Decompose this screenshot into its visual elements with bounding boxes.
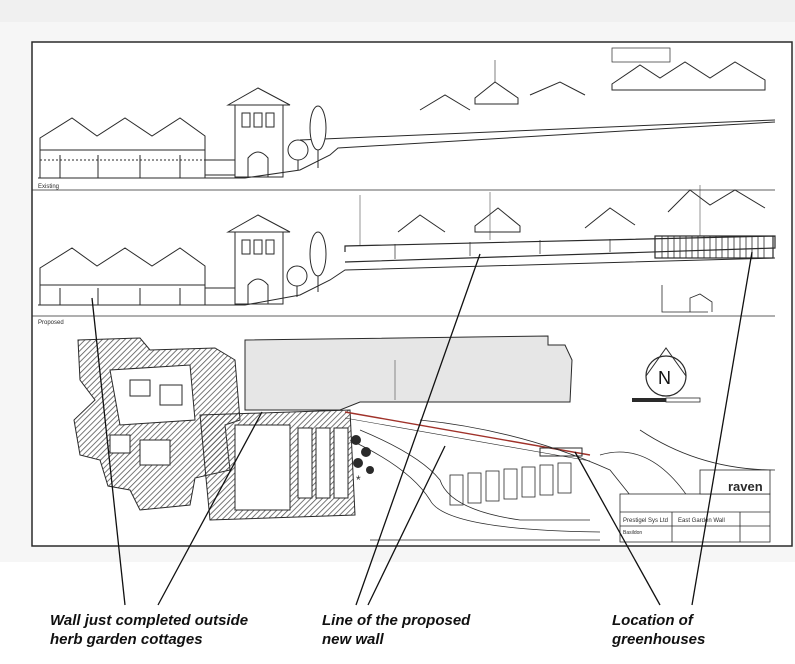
- existing-tower-roof: [226, 87, 291, 106]
- existing-label: Existing: [38, 184, 59, 190]
- title-block-project: East Garden Wall: [678, 518, 725, 524]
- north-letter: N: [658, 368, 671, 388]
- existing-cottage-roofs: [39, 117, 206, 150]
- proposed-label: Proposed: [38, 320, 64, 326]
- title-block-place: Basildon: [623, 530, 642, 536]
- existing-trees: [287, 105, 327, 170]
- caption-proposed-wall: Line of the proposed new wall: [322, 612, 471, 648]
- leader-proposed-wall-1: [355, 253, 481, 606]
- existing-far-building-1: [474, 81, 519, 105]
- house-footprint: [73, 337, 241, 511]
- proposed-ground-line: [38, 257, 776, 306]
- scale-bar: [632, 397, 701, 403]
- main-building-plan: [244, 335, 573, 411]
- caption-greenhouses: Location of greenhouses: [612, 612, 706, 648]
- proposed-greenhouses: [654, 235, 774, 259]
- leader-wall-cottages-2: [157, 411, 263, 606]
- existing-legend-box: [611, 47, 671, 63]
- north-arrow: [645, 347, 687, 397]
- proposed-elevation: [38, 185, 776, 306]
- proposed-new-wall-elevation: [344, 235, 776, 263]
- leader-proposed-wall-2: [367, 445, 446, 606]
- title-block: [619, 469, 771, 543]
- proposed-cottage-wall: [39, 284, 206, 306]
- greenhouse-plan: [539, 447, 583, 457]
- existing-ground-line: [38, 121, 776, 179]
- courtyard-grid: [199, 409, 356, 521]
- leader-lines: [91, 251, 753, 606]
- existing-far-building-2: [611, 61, 766, 91]
- svg-text:*: *: [356, 473, 361, 487]
- existing-elevation: [38, 47, 776, 179]
- title-block-client: Prestigel Sys Ltd: [623, 518, 668, 524]
- caption-wall-completed: Wall just completed outside herb garden …: [50, 612, 249, 648]
- site-paths: [349, 419, 776, 541]
- title-block-company: raven: [728, 479, 763, 494]
- typical-section-detail: [661, 285, 713, 313]
- leader-greenhouse-2: [691, 251, 753, 606]
- existing-cottage-wall: [39, 149, 206, 179]
- proposed-trees: [286, 231, 327, 297]
- leader-wall-cottages-1: [91, 297, 126, 606]
- leader-greenhouse-1: [574, 451, 661, 606]
- vegetable-beds: [449, 462, 572, 506]
- top-band: [0, 0, 795, 22]
- proposed-cottage-roofs: [39, 247, 206, 285]
